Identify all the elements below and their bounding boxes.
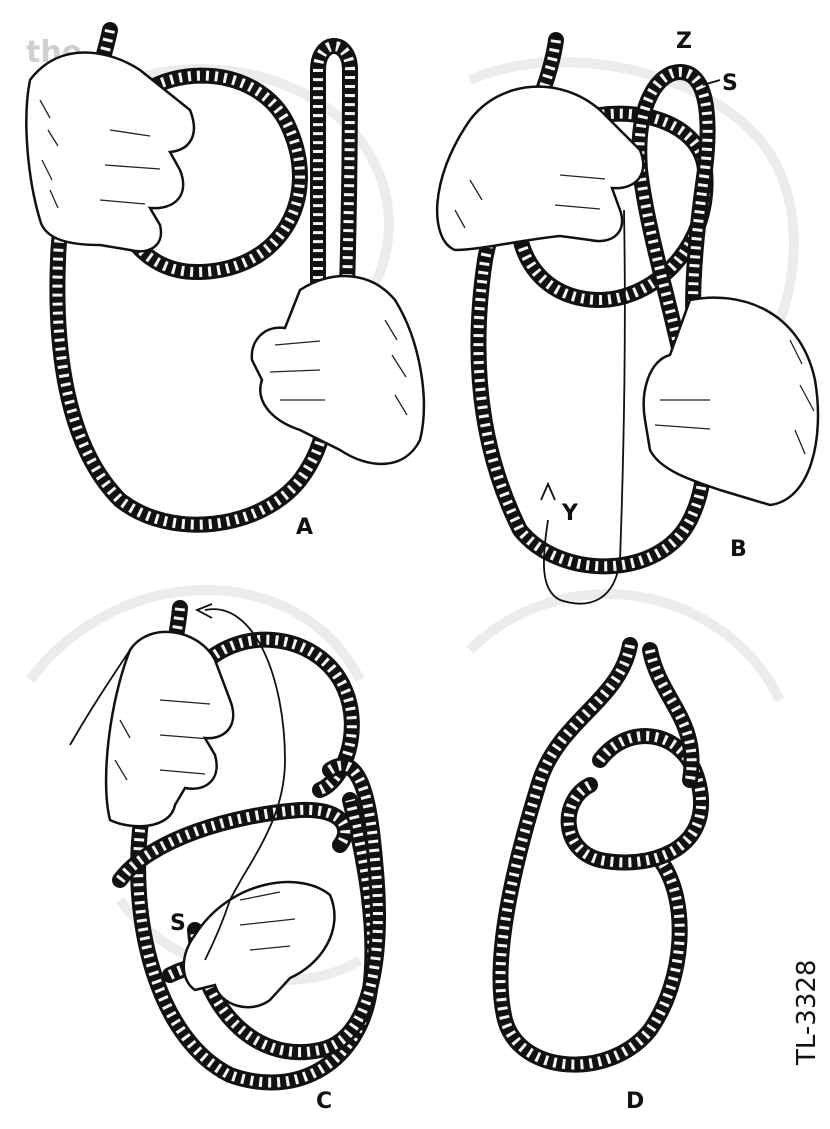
panel-d: D (500, 645, 701, 1114)
callout-z: Z (676, 29, 692, 54)
callout-y: Y (561, 501, 579, 526)
panel-label-a: A (296, 515, 313, 540)
figure-code: TL-3328 (792, 960, 822, 1066)
panel-b: Z S Y B (437, 29, 818, 604)
panel-a: A (26, 30, 423, 540)
rope-body (569, 736, 701, 862)
arrow-y-head (541, 484, 555, 500)
right-hand-c (184, 882, 335, 1007)
panel-label-b: B (730, 537, 747, 562)
right-hand-a (252, 276, 424, 464)
left-hand-c (106, 632, 233, 826)
panel-c: S C (70, 604, 378, 1114)
callout-s-b: S (722, 71, 738, 96)
panel-label-c: C (316, 1089, 332, 1114)
callout-s-c: S (170, 911, 186, 936)
rope-d (500, 645, 701, 1065)
guide-line-b (544, 210, 625, 604)
arrow-c-head (197, 604, 212, 618)
panel-label-d: D (626, 1089, 644, 1114)
